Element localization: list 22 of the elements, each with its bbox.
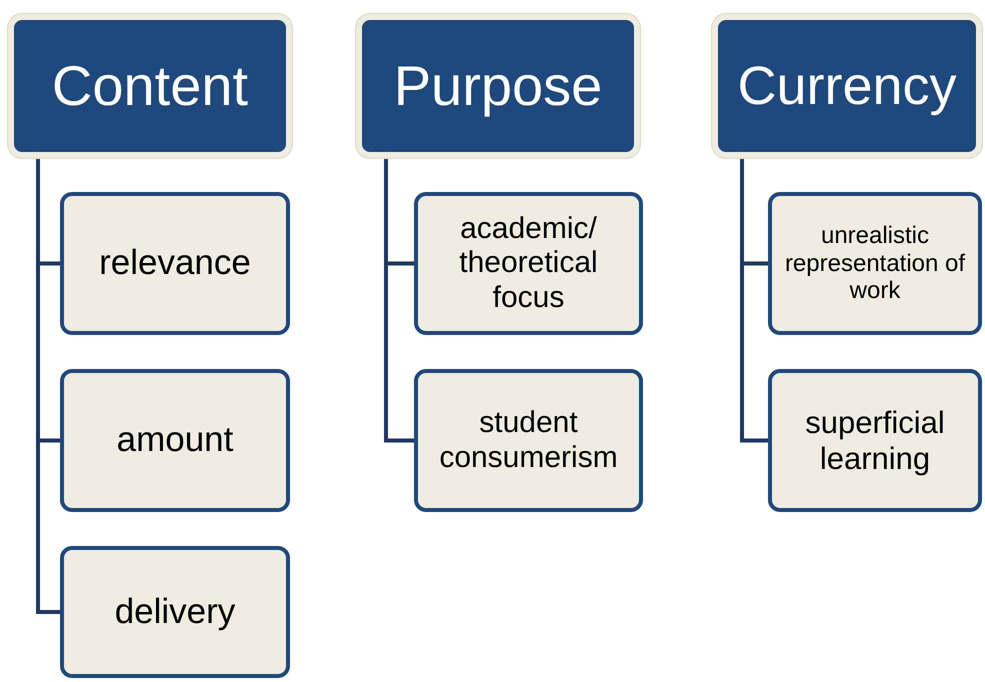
category-title: Currency bbox=[737, 54, 957, 118]
topic-label: unrealistic representation of work bbox=[784, 222, 966, 305]
topic-label: academic/ theoretical focus bbox=[458, 212, 599, 316]
category-header-box bbox=[8, 14, 292, 158]
topic-box bbox=[768, 192, 982, 335]
connector-line bbox=[384, 158, 414, 442]
topic-box bbox=[60, 369, 290, 512]
topic-box bbox=[60, 192, 290, 335]
category-title: Content bbox=[52, 54, 248, 118]
category-header-box bbox=[356, 14, 640, 158]
topic-label: student consumerism bbox=[438, 406, 619, 475]
topic-box bbox=[414, 192, 643, 335]
topic-label: superficial learning bbox=[804, 404, 946, 476]
topic-box bbox=[60, 546, 290, 678]
topic-label: relevance bbox=[99, 243, 251, 284]
topic-box bbox=[414, 369, 643, 512]
topic-label: amount bbox=[116, 420, 234, 461]
category-title: Purpose bbox=[394, 54, 602, 118]
topic-label: delivery bbox=[114, 592, 236, 632]
connector-line bbox=[36, 158, 60, 614]
category-header-box bbox=[712, 14, 982, 158]
topic-box bbox=[768, 369, 982, 512]
